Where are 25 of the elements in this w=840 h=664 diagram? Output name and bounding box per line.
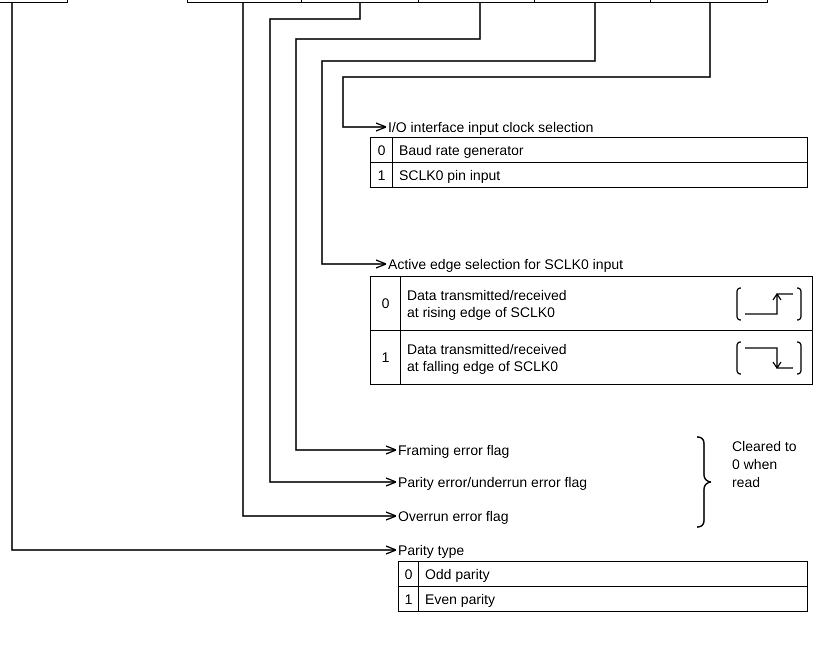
setting-description: Baud rate generator	[392, 137, 808, 163]
field-description: Overrun error flag	[398, 507, 508, 525]
setting-description: Odd parity	[418, 561, 808, 587]
setting-description: Data transmitted/received at falling edge of SCLK0	[400, 330, 813, 385]
arrow	[295, 3, 481, 455]
field-description: Parity type	[398, 541, 464, 559]
field-description: Active edge selection for SCLK0 input	[388, 255, 624, 273]
arrow	[342, 3, 711, 132]
field-description: Framing error flag	[398, 441, 510, 459]
setting-description: Data transmitted/received at rising edge of SCLK0	[400, 276, 813, 331]
bit-value: 0	[370, 137, 393, 163]
field-description: Parity error/underrun error flag	[398, 473, 588, 491]
bit-value: 1	[370, 162, 393, 188]
setting-description: SCLK0 pin input	[392, 162, 808, 188]
arrow	[242, 3, 397, 521]
field-description: I/O interface input clock selection	[388, 118, 594, 136]
arrow	[11, 3, 397, 555]
bit-value: 1	[398, 586, 419, 612]
arrow	[269, 3, 397, 487]
bit-value: 0	[370, 276, 401, 331]
bit-value: 0	[398, 561, 419, 587]
note-text: Cleared to 0 when read	[732, 437, 798, 491]
setting-description: Even parity	[418, 586, 808, 612]
arrow	[321, 3, 596, 269]
bit-value: 1	[370, 330, 401, 385]
